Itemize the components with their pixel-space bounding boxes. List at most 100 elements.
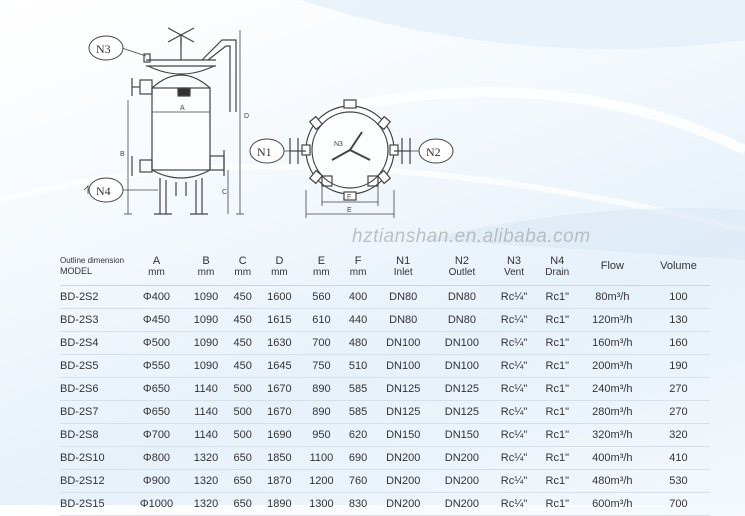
cell-d: 1645 (258, 354, 301, 378)
header-top: F (354, 254, 362, 267)
cell-b: 1090 (185, 285, 227, 309)
cell-volume: 270 (646, 400, 710, 424)
callout-n3: N3 (96, 42, 111, 56)
cell-volume: 160 (646, 331, 710, 355)
cell-flow: 480m³/h (577, 469, 647, 493)
cell-e: 610 (300, 308, 343, 332)
cell-b: 1320 (185, 446, 227, 470)
dim-label-d: D (244, 113, 249, 120)
outline-dimension-label: Outline dimension (60, 256, 125, 265)
cell-e: 890 (300, 400, 343, 424)
cell-e: 1200 (300, 469, 343, 493)
cell-n4: Rc1" (536, 331, 578, 355)
cell-volume: 700 (646, 492, 710, 516)
cell-n4: Rc1" (536, 285, 578, 309)
cell-c: 450 (226, 354, 259, 378)
cell-f: 620 (342, 423, 374, 447)
header-top: C (238, 254, 247, 267)
cell-f: 440 (342, 308, 374, 332)
cell-b: 1140 (185, 423, 227, 447)
header-top: D (275, 254, 284, 267)
cell-e: 560 (300, 285, 343, 309)
cell-volume: 530 (646, 469, 710, 493)
cell-c: 450 (226, 308, 259, 332)
cell-n4: Rc1" (536, 377, 578, 401)
cell-c: 650 (226, 469, 259, 493)
cell-c: 500 (226, 377, 259, 401)
callout-n2: N2 (426, 145, 441, 159)
cell-n2: DN80 (432, 308, 492, 332)
cell-model: BD-2S8 (60, 423, 128, 447)
cell-d: 1690 (258, 423, 301, 447)
cell-e: 750 (300, 354, 343, 378)
cell-b: 1320 (185, 469, 227, 493)
header-sub: Inlet (393, 266, 413, 278)
cell-b: 1090 (185, 331, 227, 355)
cell-d: 1850 (258, 446, 301, 470)
cell-f: 760 (342, 469, 374, 493)
cell-n1: DN125 (373, 400, 433, 424)
dim-label-a: A (180, 105, 185, 112)
cell-n3: Rc¼" (491, 492, 537, 516)
cell-d: 1670 (258, 400, 301, 424)
cell-d: 1890 (258, 492, 301, 516)
cell-model: BD-2S2 (60, 285, 128, 309)
cell-n1: DN200 (373, 492, 433, 516)
cell-n2: DN200 (432, 446, 492, 470)
cell-f: 510 (342, 354, 374, 378)
header-top: N2 (454, 254, 469, 267)
header-top: Volume (660, 260, 697, 272)
header-unit: mm (313, 266, 330, 278)
cell-f: 690 (342, 446, 374, 470)
cell-c: 650 (226, 446, 259, 470)
callout-n4: N4 (96, 184, 111, 198)
cell-volume: 100 (646, 285, 710, 309)
cell-n2: DN125 (432, 400, 492, 424)
cell-model: BD-2S5 (60, 354, 128, 378)
header-flow: Flow (577, 247, 647, 286)
cell-model: BD-2S6 (60, 377, 128, 401)
dim-label-e: E (347, 207, 352, 214)
cell-f: 585 (342, 377, 374, 401)
cell-e: 890 (300, 377, 343, 401)
cell-flow: 400m³/h (577, 446, 647, 470)
cell-n2: DN100 (432, 354, 492, 378)
cell-flow: 200m³/h (577, 354, 647, 378)
cell-c: 450 (226, 331, 259, 355)
watermark: hztianshan.en.alibaba.com (352, 226, 591, 247)
header-volume: Volume (646, 247, 710, 286)
cell-n3: Rc¼" (491, 331, 537, 355)
cell-c: 650 (226, 492, 259, 516)
cell-a: Φ700 (128, 423, 185, 447)
cell-volume: 130 (646, 308, 710, 332)
cell-flow: 120m³/h (577, 308, 647, 332)
cell-n4: Rc1" (536, 423, 578, 447)
cell-n2: DN150 (432, 423, 492, 447)
cell-flow: 240m³/h (577, 377, 647, 401)
cell-b: 1090 (185, 308, 227, 332)
cell-c: 450 (226, 285, 259, 309)
header-sub: Drain (545, 266, 570, 278)
cell-n1: DN200 (373, 446, 433, 470)
cell-b: 1140 (185, 400, 227, 424)
model-label: MODEL (60, 266, 93, 276)
header-top: B (202, 254, 210, 267)
cell-model: BD-2S3 (60, 308, 128, 332)
cell-b: 1090 (185, 354, 227, 378)
top-view-n3-label: N3 (334, 141, 343, 148)
cell-volume: 190 (646, 354, 710, 378)
cell-n4: Rc1" (536, 492, 578, 516)
cell-f: 830 (342, 492, 374, 516)
header-unit: mm (271, 266, 288, 278)
